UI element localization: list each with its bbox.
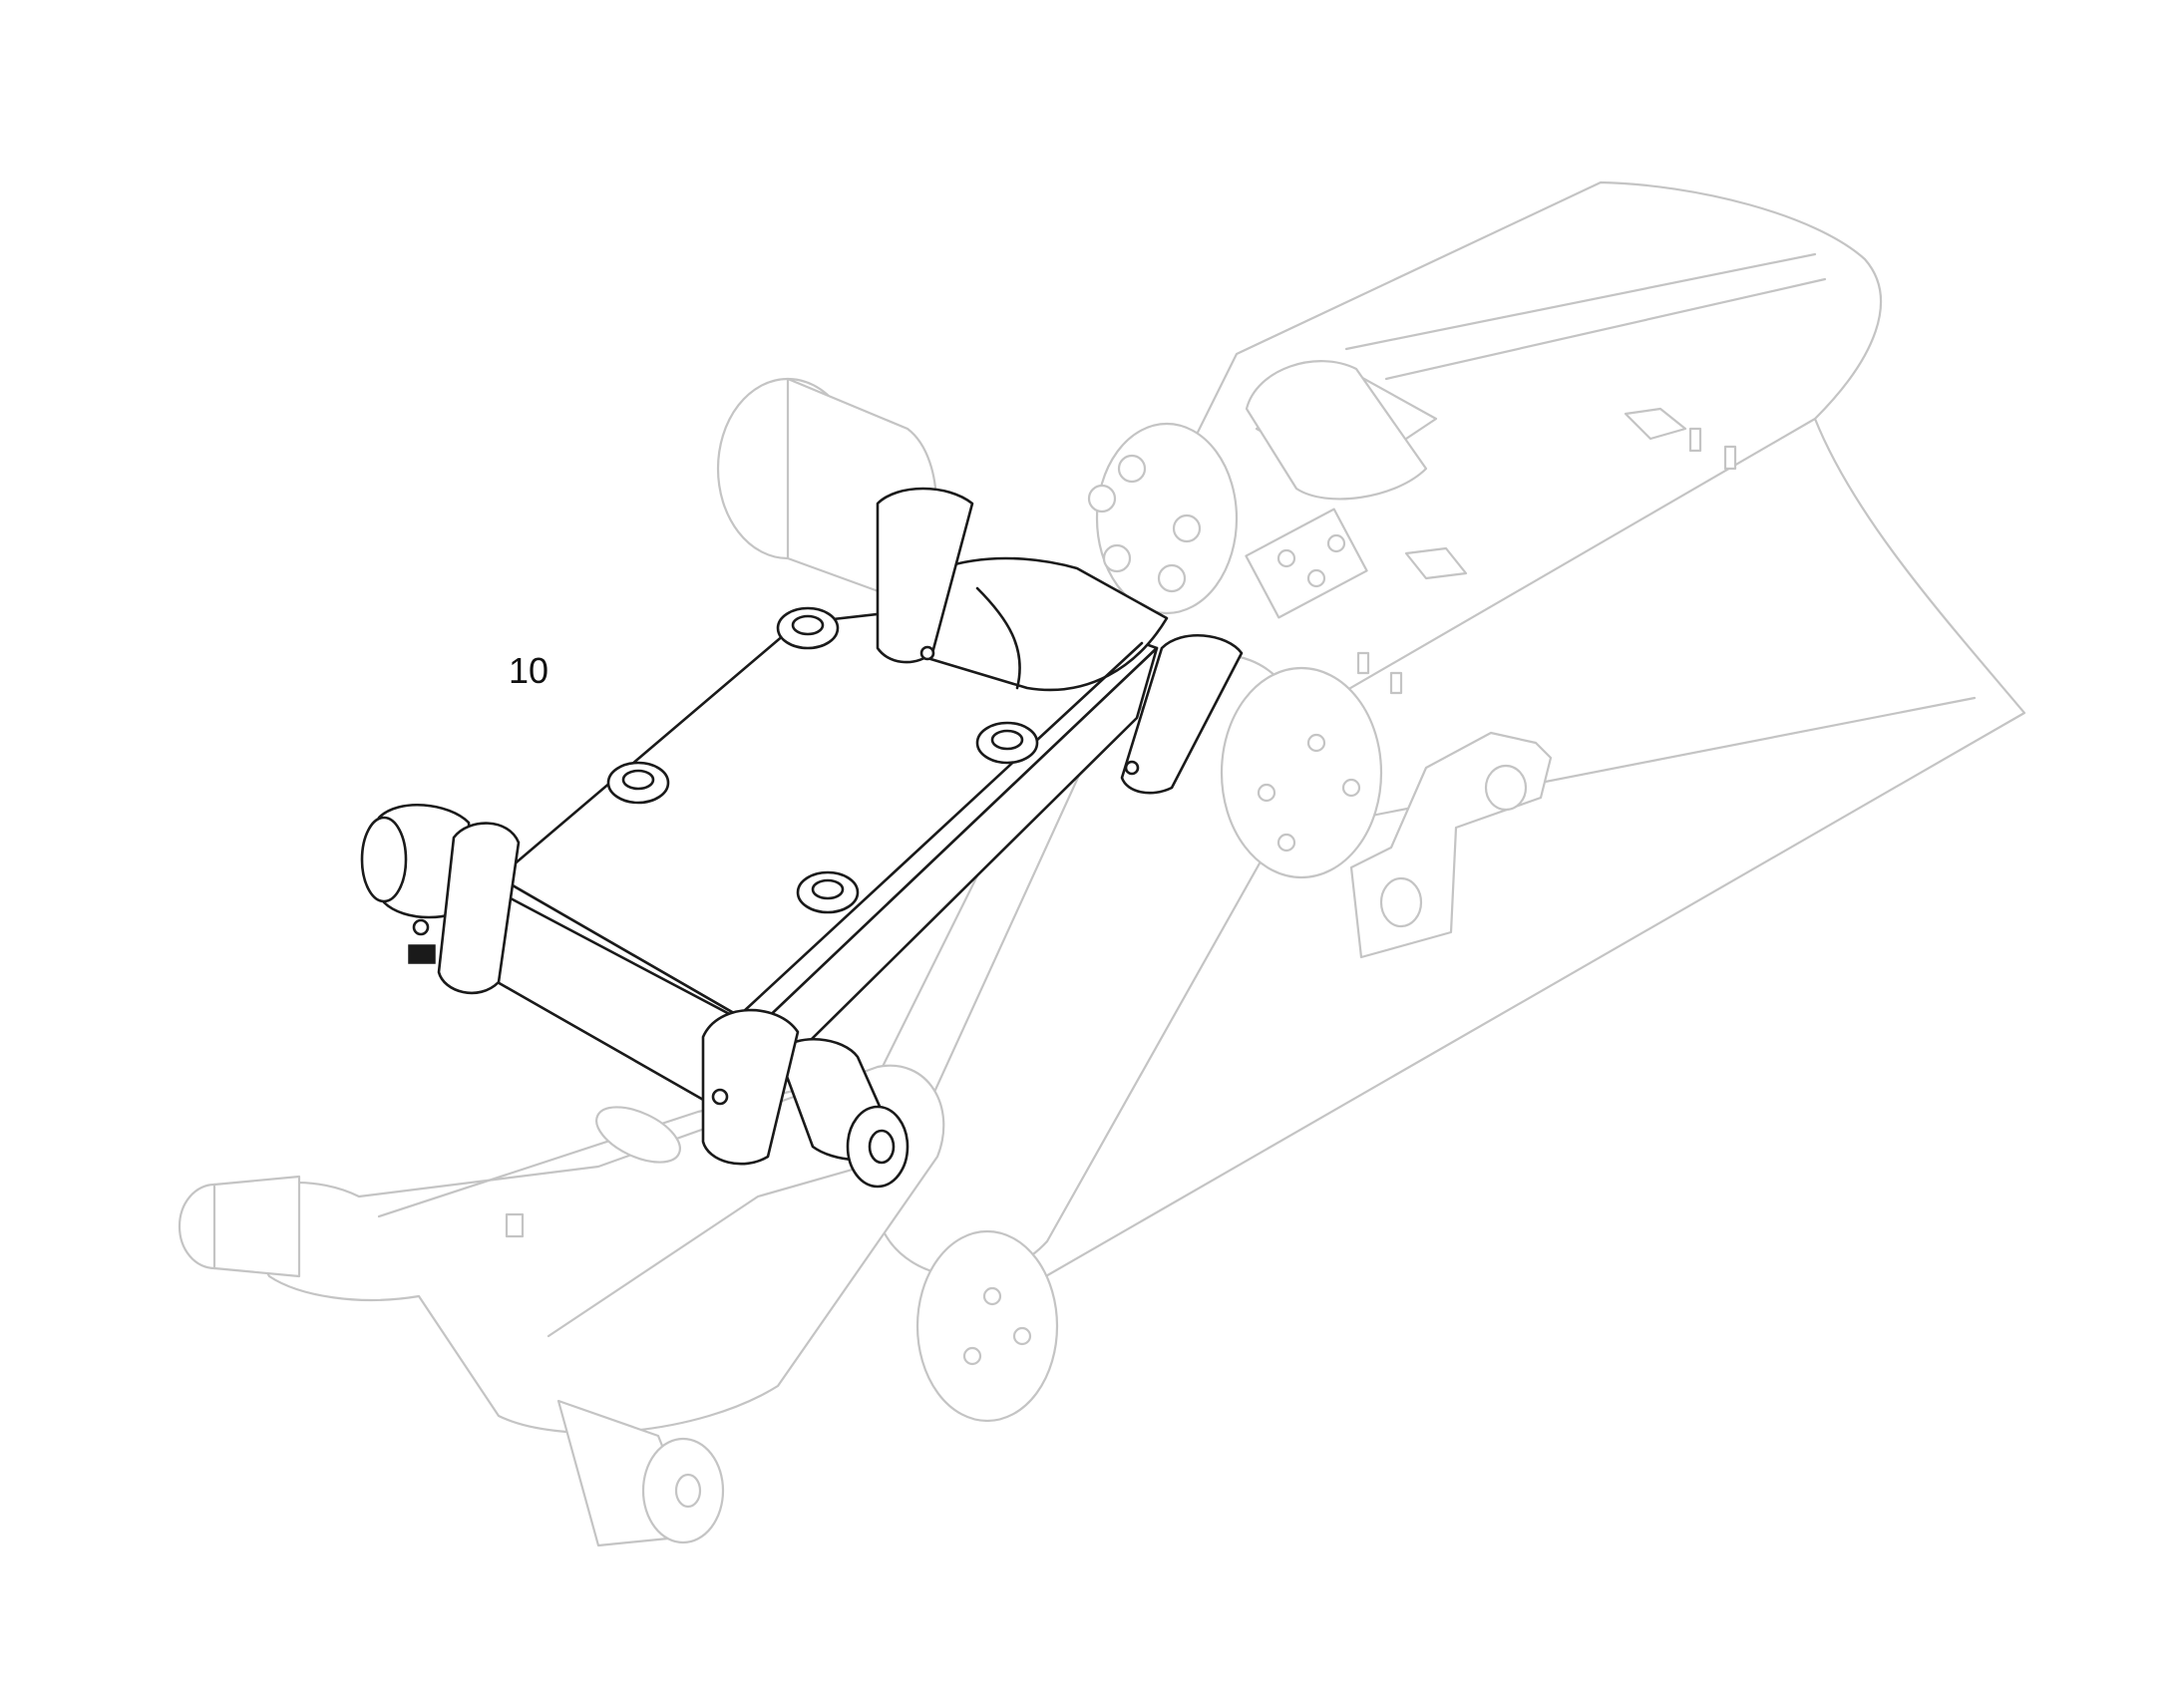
bracket-hole [1379, 876, 1423, 928]
callout-label-10: 10 [509, 650, 548, 691]
roller-bolt [1306, 733, 1326, 753]
cutout-pin-curve [975, 586, 1021, 690]
right-pin-bore [868, 1129, 896, 1165]
rear-right-clamp-band [1120, 634, 1244, 795]
pin-stub [1723, 445, 1737, 471]
small-tab [505, 1212, 525, 1238]
flange-bolt [1172, 513, 1202, 543]
left-clamp-band [437, 822, 521, 995]
small-cover-plate [595, 1106, 681, 1164]
right-clamp-bolt[interactable] [711, 1088, 729, 1106]
mounting-boss [606, 761, 670, 805]
roller-bolt [1341, 778, 1361, 798]
hydraulic-cylinder-barrel [1245, 360, 1428, 501]
boom-arm-edge-line [1344, 252, 1817, 351]
valve-port [1326, 533, 1346, 553]
mounting-boss [796, 870, 860, 914]
roller-bolt [962, 1346, 982, 1366]
flange-bolt [1157, 563, 1187, 593]
small-bracket-2 [1404, 546, 1468, 580]
mounting-boss [776, 606, 840, 650]
left-pin-end [360, 816, 408, 903]
roller-bolt [1276, 833, 1296, 853]
rear-left-clamp-band [876, 487, 974, 664]
left-clamp-bolt[interactable] [412, 918, 430, 936]
rear-clamp-bolt-2[interactable] [1124, 760, 1140, 776]
pin-stub [1688, 427, 1702, 453]
valve-port [1306, 568, 1326, 588]
lower-left-pin-body [212, 1175, 301, 1278]
highlighted-part-10 [360, 487, 1244, 1189]
right-link-arm [876, 653, 1306, 1278]
flange-bolt [1087, 484, 1117, 513]
left-clamp-lug [408, 944, 436, 964]
roller-bolt [1012, 1326, 1032, 1346]
block-ridge-line [741, 641, 1144, 1014]
pin-stub [1356, 651, 1370, 675]
right-clamp-band [701, 1008, 800, 1166]
roller-bolt [982, 1286, 1002, 1306]
right-link-roller [1220, 666, 1383, 879]
roller-bolt [1257, 783, 1276, 803]
bottom-right-roller [915, 1229, 1059, 1423]
small-bracket [1624, 407, 1687, 441]
pin-stub [1389, 671, 1403, 695]
rear-clamp-bolt[interactable] [919, 645, 935, 661]
valve-port [1276, 548, 1296, 568]
lower-linkage-inner-2 [546, 1155, 900, 1338]
bracket-hole [1484, 764, 1528, 812]
flange-bolt [1102, 543, 1132, 573]
bottom-pin-bore [674, 1473, 702, 1509]
flange-bolt [1117, 454, 1147, 484]
boom-arm-edge-line-2 [1384, 277, 1827, 381]
mounting-boss [975, 721, 1039, 765]
